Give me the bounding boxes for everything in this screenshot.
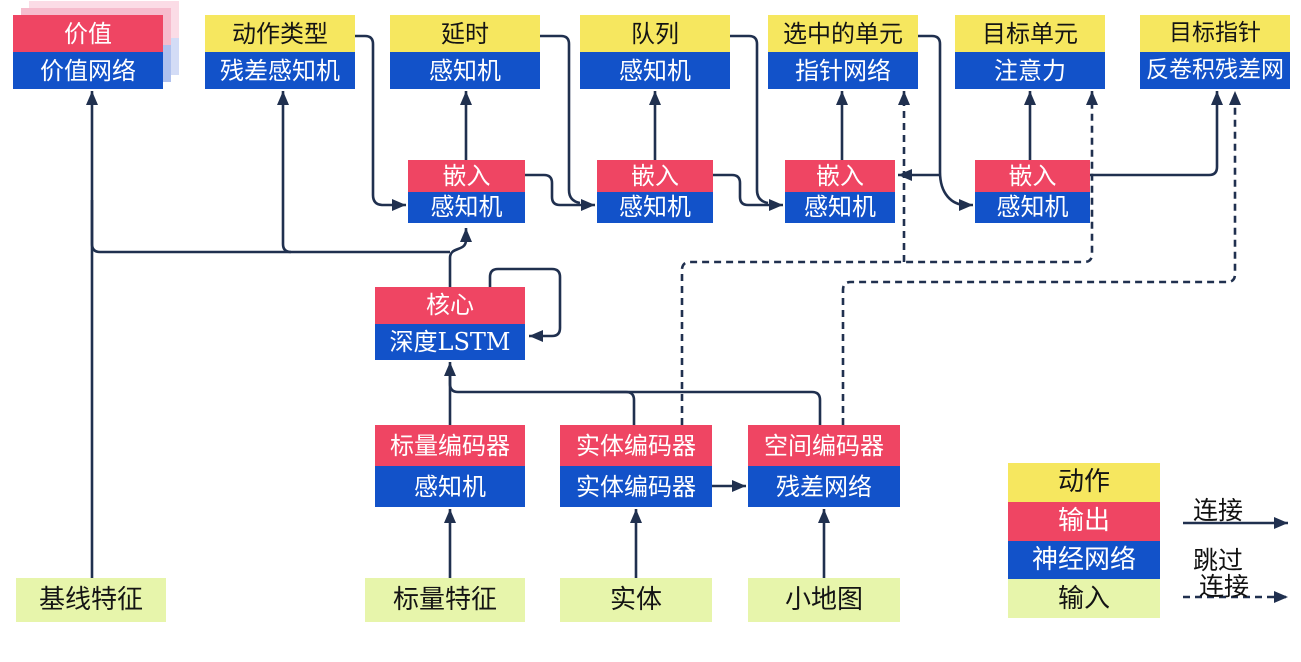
embedding-3-network: 感知机	[785, 191, 895, 223]
input-scalar-features: 标量特征	[365, 578, 525, 622]
input-minimap: 小地图	[748, 578, 900, 622]
input-baseline-features-label: 基线特征	[16, 578, 166, 622]
wire-core-to-actiontype	[277, 91, 292, 254]
head-target-pointer-action: 目标指针	[1140, 15, 1290, 52]
wire-core-recurrent-loop	[488, 267, 562, 342]
embedding-3: 嵌入 感知机	[785, 160, 895, 223]
embedding-3-title: 嵌入	[785, 160, 895, 192]
core: 核心 深度LSTM	[375, 287, 525, 360]
legend-dashed-label-line1: 跳过	[1192, 546, 1243, 575]
head-queue: 队列 感知机	[580, 15, 730, 89]
embedding-1: 嵌入 感知机	[408, 160, 525, 223]
embedding-1-title: 嵌入	[408, 160, 525, 192]
head-target-pointer-network: 反卷积残差网	[1140, 52, 1290, 89]
input-entities-label: 实体	[560, 578, 712, 622]
head-delay: 延时 感知机	[390, 15, 540, 89]
head-delay-network: 感知机	[390, 52, 540, 89]
legend-network-swatch: 神经网络	[1008, 540, 1160, 580]
encoder-spatial-title: 空间编码器	[748, 425, 900, 466]
head-target-unit: 目标单元 注意力	[955, 15, 1105, 89]
head-selected-units-action: 选中的单元	[768, 15, 918, 52]
wire-embed2-to-embed3	[713, 173, 783, 211]
encoder-spatial-network: 残差网络	[748, 466, 900, 507]
head-action-type-network: 残差感知机	[205, 52, 355, 89]
head-selected-units-network: 指针网络	[768, 52, 918, 89]
wire-spatialenc-to-core	[448, 370, 822, 425]
wire-core-left-branch	[90, 200, 450, 254]
embedding-2-title: 嵌入	[597, 160, 713, 192]
wire-core-to-embed1	[448, 228, 472, 287]
embedding-2: 嵌入 感知机	[597, 160, 713, 223]
head-target-unit-action: 目标单元	[955, 15, 1105, 52]
wire-embed4-to-targetpointer	[1090, 91, 1223, 177]
legend-input-swatch: 输入	[1008, 579, 1160, 618]
encoder-entity: 实体编码器 实体编码器	[560, 425, 712, 507]
head-target-unit-network: 注意力	[955, 52, 1105, 89]
head-action-type: 动作类型 残差感知机	[205, 15, 355, 89]
head-action-type-action: 动作类型	[205, 15, 355, 52]
legend-swatches: 动作 输出 神经网络 输入	[1008, 463, 1160, 618]
wire-actiontype-to-embed1	[355, 34, 406, 211]
wire-embed1-to-embed2	[525, 173, 595, 211]
head-value: 价值 价值网络	[13, 15, 163, 89]
head-selected-units: 选中的单元 指针网络	[768, 15, 918, 89]
wire-entityenc-to-core	[600, 390, 636, 425]
input-minimap-label: 小地图	[748, 578, 900, 622]
head-value-action: 价值	[13, 15, 163, 52]
encoder-spatial: 空间编码器 残差网络	[748, 425, 900, 507]
wire-delay-merge	[540, 34, 581, 205]
encoder-scalar-network: 感知机	[375, 466, 525, 507]
embedding-2-network: 感知机	[597, 191, 713, 223]
legend-dashed-label-line2: 连接	[1198, 572, 1249, 601]
embedding-4-title: 嵌入	[975, 160, 1090, 192]
head-value-network: 价值网络	[13, 52, 163, 89]
input-baseline-features: 基线特征	[16, 578, 166, 622]
wire-selected-to-embed4	[918, 34, 973, 211]
head-delay-action: 延时	[390, 15, 540, 52]
skip-entityenc-to-attention	[680, 91, 1098, 425]
encoder-entity-network: 实体编码器	[560, 466, 712, 507]
input-entities: 实体	[560, 578, 712, 622]
encoder-entity-title: 实体编码器	[560, 425, 712, 466]
embedding-4: 嵌入 感知机	[975, 160, 1090, 223]
embedding-1-network: 感知机	[408, 191, 525, 223]
legend-solid-label: 连接	[1192, 496, 1243, 525]
core-network: 深度LSTM	[375, 323, 525, 360]
embedding-4-network: 感知机	[975, 191, 1090, 223]
core-title: 核心	[375, 287, 525, 324]
head-target-pointer: 目标指针 反卷积残差网	[1140, 15, 1290, 89]
encoder-scalar: 标量编码器 感知机	[375, 425, 525, 507]
legend-output-swatch: 输出	[1008, 501, 1160, 541]
legend-action-swatch: 动作	[1008, 463, 1160, 502]
skip-spatialenc-to-targetpointer	[841, 91, 1241, 425]
encoder-scalar-title: 标量编码器	[375, 425, 525, 466]
input-scalar-features-label: 标量特征	[365, 578, 525, 622]
head-queue-network: 感知机	[580, 52, 730, 89]
head-queue-action: 队列	[580, 15, 730, 52]
wire-queue-merge	[730, 34, 769, 205]
